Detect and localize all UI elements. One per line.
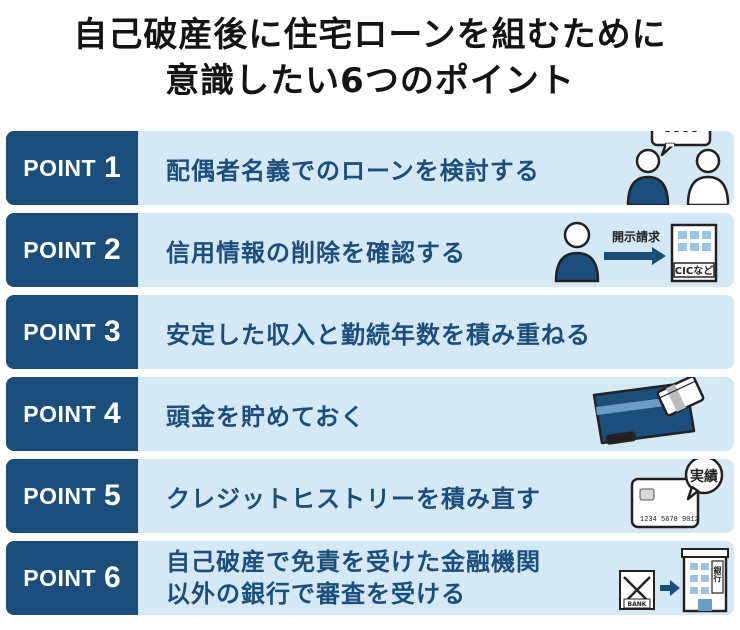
point-text-3: 安定した収入と勤続年数を積み重ねる (166, 320, 591, 349)
point-badge-number: 2 (104, 233, 121, 266)
point-badge-number: 3 (104, 315, 121, 348)
old-bank-label: BANK (628, 601, 647, 608)
bankbook-and-cash-icon (592, 377, 705, 445)
point-badge-6: POINT 6 (6, 541, 138, 615)
point-badge-word: POINT (23, 318, 97, 345)
bank-switch-icon: BANK 銀行 (619, 548, 729, 613)
point-badge-word: POINT (23, 154, 97, 181)
point-text-6-line-2: 以外の銀行で審査を受ける (166, 580, 466, 608)
point-badge-word: POINT (23, 564, 97, 591)
point-text-6: 自己破産で免責を受けた金融機関 以外の銀行で審査を受ける (166, 541, 541, 615)
point-badge-5: POINT 5 (6, 459, 138, 533)
point-badge-number: 5 (104, 479, 121, 512)
point-text-5: クレジットヒストリーを積み直す (166, 484, 541, 513)
point-badge-number: 4 (104, 397, 121, 430)
point-text-4: 頭金を貯めておく (166, 402, 366, 431)
speech-bubble-text: ---- (663, 131, 699, 140)
point-row-3: POINT 3 安定した収入と勤続年数を積み重ねる (6, 295, 734, 369)
point-badge-word: POINT (23, 482, 97, 509)
point-badge-4: POINT 4 (6, 377, 138, 451)
point-badge-3: POINT 3 (6, 295, 138, 369)
point-badge-number: 1 (104, 151, 121, 184)
point-row-6: POINT 6 自己破産で免責を受けた金融機関 以外の銀行で審査を受ける BAN… (6, 541, 734, 615)
credit-card-icon: 1234 5678 9012 実績 (630, 459, 724, 529)
point-row-2: POINT 2 信用情報の削除を確認する 開示請求 CICなど (6, 213, 734, 287)
title-line-1: 自己破産後に住宅ローンを組むために (73, 15, 667, 55)
point-badge-number: 6 (104, 561, 121, 594)
disclosure-request-icon: 開示請求 CICなど (554, 221, 718, 283)
point-text-1: 配偶者名義でのローンを検討する (166, 156, 540, 185)
point-badge-word: POINT (23, 400, 97, 427)
point-badge-word: POINT (23, 236, 97, 263)
point-text-6-line-1: 自己破産で免責を受けた金融機関 (166, 548, 541, 576)
point-row-1: POINT 1 配偶者名義でのローンを検討する ---- (6, 131, 734, 205)
arrow-label: 開示請求 (612, 229, 661, 244)
point-row-5: POINT 5 クレジットヒストリーを積み直す 1234 5678 9012 実… (6, 459, 734, 533)
point-row-4: POINT 4 頭金を貯めておく (6, 377, 734, 451)
building-label: CICなど (675, 264, 713, 277)
point-badge-1: POINT 1 (6, 131, 138, 205)
new-bank-label: 銀行 (713, 565, 722, 583)
page-title: 自己破産後に住宅ローンを組むために 意識したい6つのポイント (0, 12, 740, 104)
card-number-text: 1234 5678 9012 (640, 516, 699, 524)
point-badge-2: POINT 2 (6, 213, 138, 287)
title-line-2: 意識したい6つのポイント (165, 61, 575, 101)
two-people-speech-bubble-icon: ---- (626, 131, 730, 205)
achievement-bubble-text: 実績 (690, 468, 718, 485)
point-text-2: 信用情報の削除を確認する (166, 238, 466, 267)
